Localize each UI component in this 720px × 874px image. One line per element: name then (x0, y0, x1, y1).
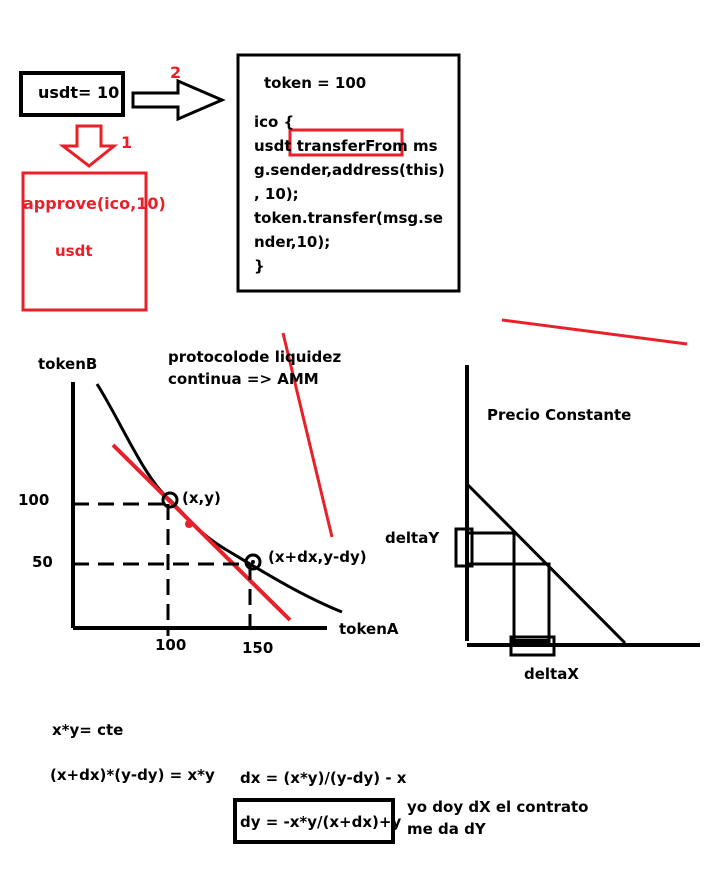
code-line-4: , 10); (254, 185, 299, 203)
code-line-1: ico { (254, 113, 295, 131)
token-a-axis-label: tokenA (339, 620, 399, 638)
delta-y-label: deltaY (385, 529, 440, 547)
usdt-balance-box (19, 71, 125, 117)
point-xdx-ydy (244, 553, 262, 571)
code-line-2-suffix: ms (407, 137, 438, 155)
invariant-formula: x*y= cte (52, 721, 124, 739)
ico-code-block: ico { usdt transferFrom ms g.sender,addr… (254, 110, 445, 278)
amm-title-line-1: protocolode liquidez (168, 348, 342, 366)
delta-x-bracket (509, 635, 556, 657)
dy-formula: dy = -x*y/(x+dx)+y (240, 813, 402, 831)
code-line-6: nder,10); (254, 233, 331, 251)
code-line-2: usdt transferFrom ms (254, 134, 445, 158)
right-arrow-icon (131, 78, 226, 122)
x-tick-150: 150 (242, 639, 274, 657)
product-formula: (x+dx)*(y-dy) = x*y (50, 766, 215, 784)
note-line-2: me da dY (407, 820, 486, 838)
approve-call: approve(ico,10) (23, 194, 166, 213)
step-1-label: 1 (121, 133, 133, 152)
tangent-line (111, 443, 292, 622)
token-b-axis-label: tokenB (38, 355, 98, 373)
y-tick-100: 100 (18, 491, 50, 509)
constant-price-title: Precio Constante (487, 406, 632, 424)
approve-box (21, 171, 148, 312)
delta-x-fill (514, 639, 550, 644)
tangent-point (185, 520, 193, 528)
token-supply-label: token = 100 (264, 74, 367, 92)
x-tick-100: 100 (155, 636, 187, 654)
step-lower (467, 562, 551, 643)
code-line-2-prefix: usdt (254, 137, 297, 155)
step-upper (467, 531, 516, 643)
point-xy (161, 491, 179, 509)
code-line-5: token.transfer(msg.se (254, 209, 443, 227)
y-tick-50: 50 (32, 553, 53, 571)
delta-x-label: deltaX (524, 665, 579, 683)
dx-formula: dx = (x*y)/(y-dy) - x (240, 769, 407, 787)
red-stroke-top (501, 318, 688, 346)
amm-title-line-2: continua => AMM (168, 370, 319, 388)
ico-code-box (236, 53, 461, 293)
code-transferfrom: transferFrom (296, 137, 408, 155)
step-2-label: 2 (170, 63, 182, 82)
delta-y-bracket (454, 527, 474, 568)
usdt-token-label: usdt (55, 242, 93, 260)
usdt-balance-label: usdt= 10 (38, 83, 120, 102)
point-xdx-ydy-dot (251, 560, 255, 564)
red-stroke-diagonal (281, 332, 334, 538)
dy-formula-box (233, 798, 395, 844)
down-arrow-icon (58, 124, 119, 168)
code-line-3: g.sender,address(this) (254, 161, 445, 179)
transferfrom-highlight (288, 128, 404, 157)
note-line-1: yo doy dX el contrato (407, 798, 589, 816)
code-line-7: } (254, 257, 265, 275)
point-xdx-ydy-label: (x+dx,y-dy) (268, 548, 367, 566)
point-xy-label: (x,y) (182, 489, 221, 507)
